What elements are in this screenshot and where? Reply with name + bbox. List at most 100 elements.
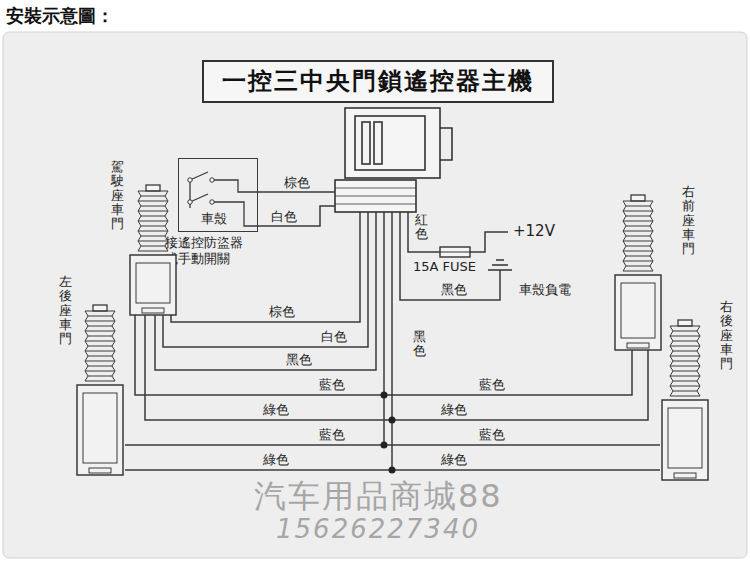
actuator-cap	[93, 305, 107, 311]
fuse-symbol	[440, 247, 470, 257]
control-unit	[362, 122, 370, 164]
actuator-bellows	[138, 191, 168, 251]
wire-label: 白色	[320, 329, 348, 344]
actuator-terminal	[627, 343, 649, 348]
door-actuator: 右後座車門	[660, 320, 710, 480]
control-unit	[440, 128, 452, 160]
watermark: 汽车用品商城88	[254, 479, 503, 514]
control-unit	[345, 108, 440, 178]
page-title: 安裝示意圖：	[6, 4, 114, 28]
control-unit	[335, 108, 452, 212]
door-actuator: 右前座車門	[613, 195, 663, 350]
wire-label: 藍色	[478, 427, 506, 442]
wire-label: 藍色	[318, 427, 346, 442]
actuator-bellows	[670, 326, 700, 396]
wires	[145, 315, 648, 420]
control-unit	[335, 180, 416, 212]
switch-pin	[187, 199, 191, 203]
wire-label: 綠色	[440, 452, 468, 467]
wire-label: 棕色	[268, 304, 296, 319]
wire-label: 藍色	[478, 377, 506, 392]
wire-label: 綠色	[262, 452, 290, 467]
junction-dots	[389, 417, 396, 424]
wires	[125, 192, 660, 470]
ground-symbol	[488, 260, 512, 270]
wires	[383, 212, 385, 445]
wire-color-label: 黑色	[412, 330, 427, 359]
wire-label: 棕色	[283, 175, 311, 190]
junction-dots	[389, 467, 396, 474]
wire-label: +12V	[512, 224, 556, 239]
switch-line	[212, 180, 258, 192]
junction-dots	[381, 442, 388, 449]
switch-caption: 接遙控防盜器 或手動開關	[165, 235, 253, 266]
wire-label: 黑色	[285, 352, 313, 367]
wires	[391, 212, 393, 470]
actuator-bellows	[85, 311, 115, 381]
actuator-cap	[146, 185, 160, 191]
paper-sheet	[3, 32, 747, 558]
junction-dots	[381, 392, 396, 474]
actuator-cap	[631, 195, 645, 201]
actuator-body	[662, 400, 708, 480]
door-label: 駕駛座車門	[111, 160, 124, 231]
junction-dots	[381, 392, 388, 399]
wire-label: 綠色	[440, 402, 468, 417]
switch-pin	[187, 177, 191, 181]
actuator-terminal	[89, 468, 111, 473]
ground-symbol	[488, 260, 512, 270]
actuator-body	[77, 385, 123, 475]
actuator-motor	[136, 263, 170, 303]
actuator-body	[130, 255, 176, 315]
wires	[400, 212, 500, 300]
switch-pin	[209, 199, 213, 203]
title-text: 一控三中央門鎖遙控器主機	[222, 67, 534, 96]
actuator-body	[615, 275, 661, 350]
wires	[163, 212, 368, 347]
door-label: 右後座車門	[720, 300, 733, 371]
wire-label: 白色	[270, 209, 298, 224]
control-unit	[374, 122, 382, 164]
door-actuator: 左後座車門	[75, 305, 125, 475]
wires	[258, 206, 335, 226]
wire-label: 15A FUSE	[412, 259, 477, 274]
actuator-terminal	[674, 473, 696, 478]
chassis-label: 車殼	[201, 211, 227, 227]
actuator-motor	[668, 408, 702, 468]
actuator-terminal	[142, 308, 164, 313]
actuator-drawing	[613, 195, 663, 350]
fuse-symbol	[440, 252, 470, 253]
wire-label: 綠色	[262, 402, 290, 417]
switch-box: 車殼接遙控防盜器 或手動開關	[178, 158, 258, 232]
control-unit	[355, 116, 425, 170]
switch-line	[190, 194, 208, 202]
wires	[171, 212, 360, 322]
door-actuator: 駕駛座車門	[128, 185, 178, 315]
switch-pin	[209, 177, 213, 181]
wire-color-label: 紅色	[414, 213, 429, 242]
actuator-motor	[621, 283, 655, 338]
wire-label: 藍色	[318, 377, 346, 392]
actuator-motor	[83, 393, 117, 463]
wires	[155, 212, 376, 370]
door-label: 右前座車門	[682, 185, 695, 256]
wires	[408, 212, 440, 252]
wires	[125, 444, 660, 446]
control-unit	[335, 188, 416, 204]
door-label: 左後座車門	[59, 275, 72, 346]
fuse-symbol	[440, 247, 470, 257]
switch-line	[190, 172, 208, 180]
wire-label: 車殼負電	[518, 282, 572, 297]
actuator-drawing	[128, 185, 178, 315]
title-box: 一控三中央門鎖遙控器主機	[202, 60, 554, 103]
actuator-cap	[678, 320, 692, 326]
actuator-bellows	[623, 201, 653, 271]
actuator-drawing	[660, 320, 710, 480]
actuator-drawing	[75, 305, 125, 475]
wire-label: 黑色	[440, 282, 468, 297]
wires	[470, 232, 508, 252]
wires	[135, 315, 632, 395]
wires	[258, 191, 335, 193]
watermark: 15626227340	[276, 515, 480, 544]
